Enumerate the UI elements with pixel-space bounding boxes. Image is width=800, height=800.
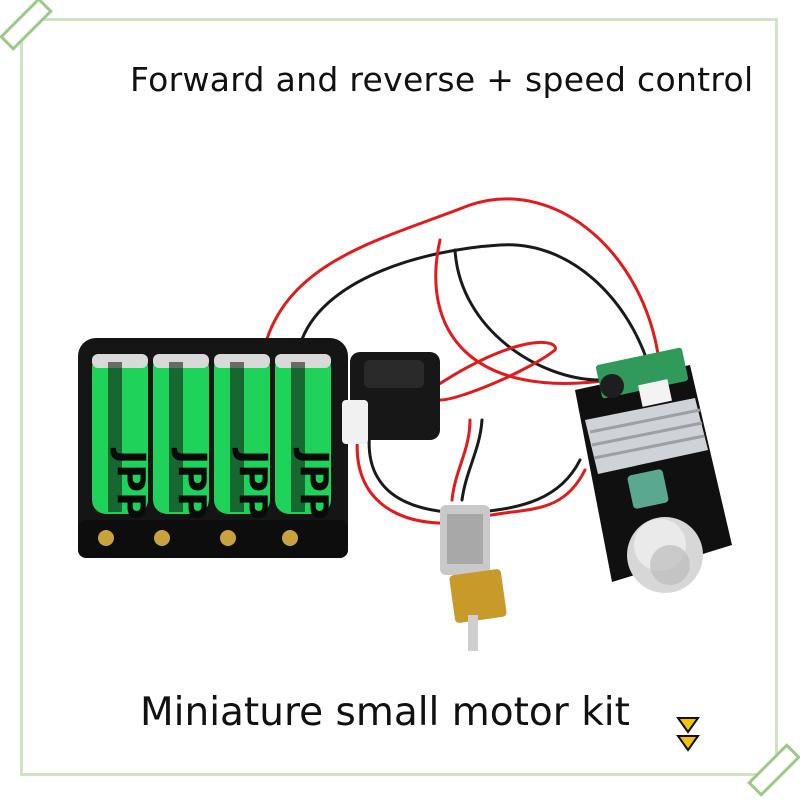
- wire-black-mid: [453, 248, 602, 382]
- wire-red-top: [263, 197, 662, 372]
- photo-frame: [20, 18, 778, 776]
- wire-black-top: [298, 243, 652, 372]
- battery-2-logo: JPP: [170, 447, 214, 520]
- batteries: [92, 354, 331, 514]
- battery-3: [214, 354, 270, 514]
- battery-2: [153, 354, 209, 514]
- wire-red-switch: [428, 340, 557, 402]
- headline-top: Forward and reverse + speed control: [130, 60, 754, 99]
- battery-holder: JPP JPP JPP JPP: [78, 338, 348, 558]
- speed-control-board: [575, 347, 732, 593]
- wire-red-lead: [450, 418, 472, 502]
- battery-4: [275, 354, 331, 514]
- wire-black-lead: [460, 418, 484, 502]
- wire-red-mid: [434, 238, 612, 385]
- rocker-switch: [342, 352, 440, 444]
- battery-1: [92, 354, 148, 514]
- battery-1-logo: JPP: [109, 447, 153, 520]
- gear-motor: [440, 505, 507, 651]
- headline-bottom: Miniature small motor kit: [140, 690, 630, 735]
- battery-4-logo: JPP: [292, 447, 336, 520]
- wire-black-motor: [367, 428, 582, 515]
- double-down-arrow-icon: [676, 717, 700, 752]
- battery-3-logo: JPP: [231, 447, 275, 520]
